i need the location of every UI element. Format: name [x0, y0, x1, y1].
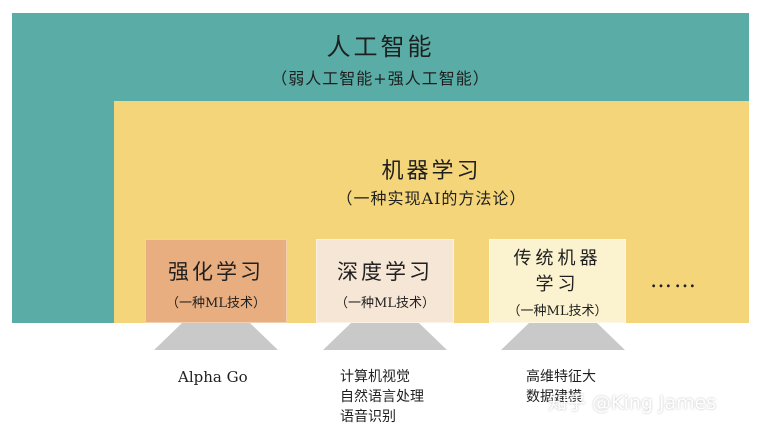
platform-trapezoid-3 [501, 323, 625, 350]
reinforcement-learning-title: 强化学习 [168, 260, 264, 284]
application-list-dl: 计算机视觉 自然语言处理 语音识别 [340, 367, 424, 427]
ai-subtitle: （弱人工智能+强人工智能） [271, 69, 490, 88]
application-list-tml: 高维特征大 数据建模 [526, 367, 596, 407]
traditional-ml-title: 传统机器学习 [513, 248, 602, 295]
deep-learning-box: 深度学习 （一种ML技术） [316, 239, 454, 323]
application-item: 自然语言处理 [340, 389, 424, 405]
application-list-rl: Alpha Go [178, 367, 248, 387]
ellipsis-more: …… [650, 268, 698, 293]
traditional-ml-subtitle: （一种ML技术） [507, 304, 608, 319]
ai-title: 人工智能 [326, 33, 435, 61]
application-item: 数据建模 [526, 389, 582, 405]
watermark: 知乎 @King James [548, 392, 717, 414]
deep-learning-subtitle: （一种ML技术） [335, 296, 435, 311]
reinforcement-learning-subtitle: （一种ML技术） [166, 296, 266, 311]
application-item: 计算机视觉 [340, 369, 410, 385]
application-item: 语音识别 [340, 409, 396, 425]
application-item: Alpha Go [178, 368, 248, 386]
traditional-ml-box: 传统机器学习 （一种ML技术） [489, 239, 626, 323]
application-item: 高维特征大 [526, 369, 596, 385]
ml-subtitle: （一种实现AI的方法论） [336, 189, 527, 208]
ml-title: 机器学习 [381, 159, 482, 184]
platform-trapezoid-1 [154, 323, 278, 350]
reinforcement-learning-box: 强化学习 （一种ML技术） [145, 239, 287, 323]
deep-learning-title: 深度学习 [337, 260, 433, 284]
platform-trapezoid-2 [323, 323, 447, 350]
